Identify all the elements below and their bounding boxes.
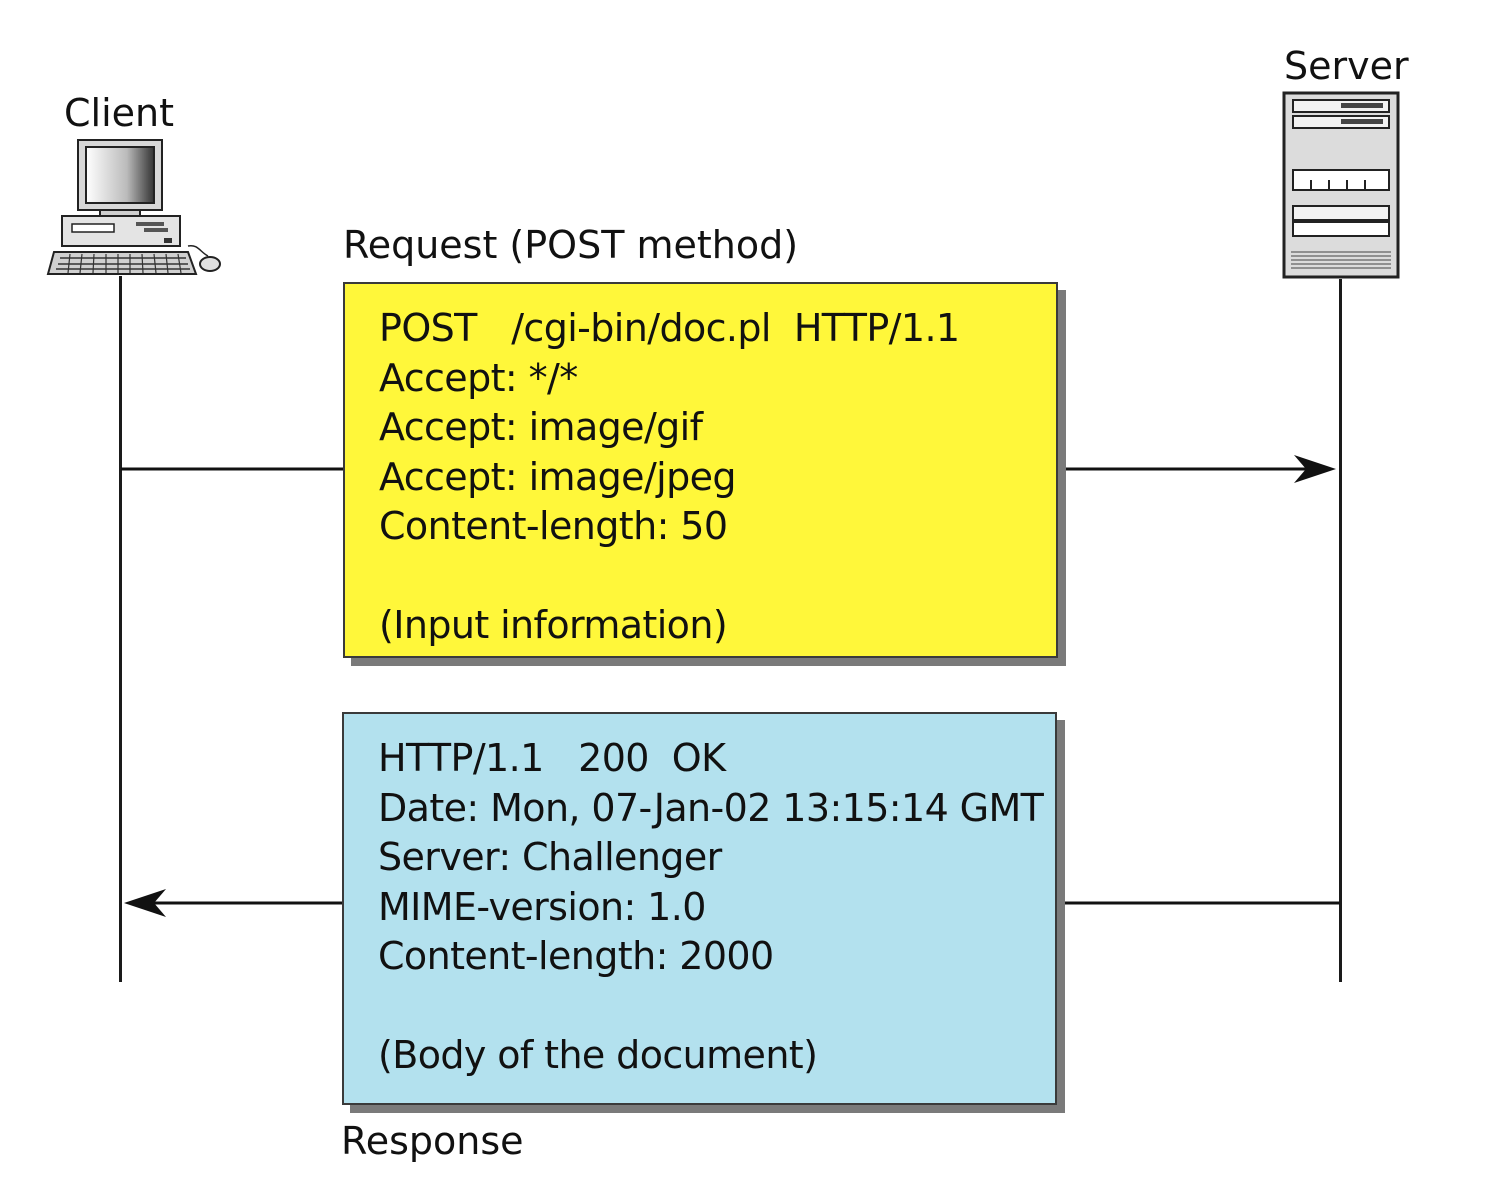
request-message-box: POST /cgi-bin/doc.pl HTTP/1.1 Accept: */…: [343, 282, 1058, 658]
response-line: HTTP/1.1 200 OK: [378, 736, 726, 780]
request-line: POST /cgi-bin/doc.pl HTTP/1.1: [379, 306, 960, 350]
response-line-blank: [378, 982, 1055, 1032]
request-line: Content-length: 50: [379, 504, 728, 548]
response-message-box: HTTP/1.1 200 OK Date: Mon, 07-Jan-02 13:…: [342, 712, 1057, 1105]
request-line: Accept: */*: [379, 355, 578, 400]
server-label: Server: [1284, 44, 1409, 88]
desktop-computer-icon: [46, 139, 221, 275]
request-line: Accept: image/gif: [379, 405, 703, 449]
response-line: Server: Challenger: [378, 835, 722, 879]
response-line: Content-length: 2000: [378, 934, 774, 978]
request-line-blank: [379, 552, 1056, 602]
request-line: (Input information): [379, 603, 728, 647]
client-lifeline: [119, 276, 122, 982]
response-line: MIME-version: 1.0: [378, 884, 706, 929]
response-arrowhead: [124, 889, 166, 917]
response-line: (Body of the document): [378, 1033, 818, 1077]
request-caption: Request (POST method): [343, 223, 799, 267]
request-arrowhead: [1294, 455, 1336, 483]
response-line: Date: Mon, 07-Jan-02 13:15:14 GMT: [378, 785, 1044, 830]
server-tower-icon: [1282, 91, 1400, 279]
client-label: Client: [64, 91, 175, 135]
request-line: Accept: image/jpeg: [379, 454, 737, 499]
response-caption: Response: [341, 1119, 524, 1163]
server-lifeline: [1339, 279, 1342, 982]
